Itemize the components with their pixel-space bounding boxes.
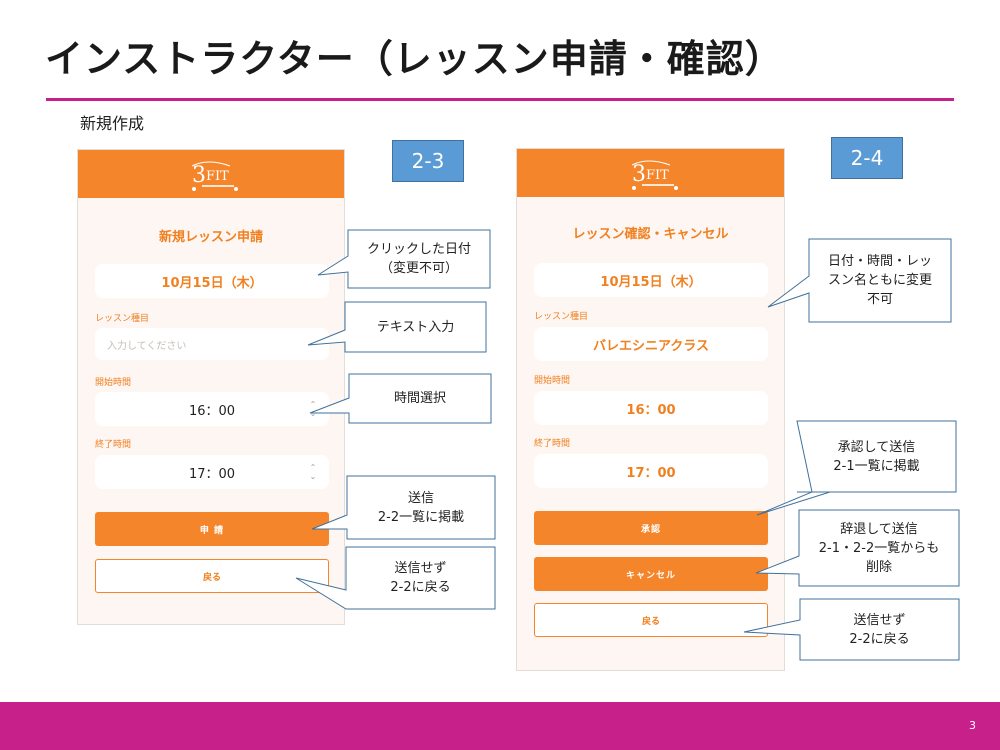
- submit-request-button[interactable]: 申 請: [95, 512, 329, 546]
- screen-tag-2-4: 2-4: [831, 137, 903, 179]
- callout-text-readonly-b: 日付・時間・レッ スン名ともに変更 不可: [827, 254, 932, 307]
- end-time-value: 17：00: [626, 465, 676, 481]
- start-time-display: 16：00: [534, 391, 768, 425]
- approve-button[interactable]: 承認: [534, 511, 768, 545]
- lesson-type-placeholder: 入力してください: [107, 340, 187, 352]
- back-button[interactable]: 戻る: [95, 559, 329, 593]
- lesson-type-value: バレエシニアクラス: [592, 338, 710, 354]
- callout-text-time-select: 時間選択: [393, 391, 446, 406]
- section-label: 新規作成: [80, 114, 145, 133]
- screen-title: レッスン確認・キャンセル: [572, 227, 729, 242]
- end-time-picker[interactable]: 17：00 ⌃⌄: [95, 455, 329, 489]
- callout-text-date-clicked: クリックした日付 （変更不可）: [366, 242, 471, 276]
- app-header: 3 FIT: [517, 149, 784, 197]
- start-time-value: 16：00: [626, 402, 676, 418]
- callout-back-a: [295, 546, 496, 610]
- callout-text-text-input: テキスト入力: [376, 319, 455, 335]
- footer-band: 3: [0, 702, 1000, 750]
- callout-text-cancel-b: 辞退して送信 2-1・2-2一覧からも 削除: [818, 521, 940, 575]
- start-time-label: 開始時間: [95, 378, 132, 388]
- callout-text-approve-b: 承認して送信 2-1一覧に掲載: [833, 439, 920, 474]
- slide-title: インストラクター（レッスン申請・確認）: [45, 37, 784, 81]
- cancel-lesson-button[interactable]: キャンセル: [534, 557, 768, 591]
- callout-text-back-b: 送信せず 2-2に戻る: [849, 612, 910, 647]
- lesson-type-label: レッスン種目: [95, 314, 150, 324]
- brand-logo-icon: 3 FIT: [631, 160, 678, 190]
- end-time-label: 終了時間: [534, 439, 571, 449]
- callout-readonly-b: [767, 238, 952, 323]
- screen-tag-2-3: 2-3: [392, 140, 464, 182]
- start-time-label: 開始時間: [534, 376, 571, 386]
- svg-text:FIT: FIT: [206, 169, 229, 184]
- callout-text-back-a: 送信せず 2-2に戻る: [390, 561, 451, 595]
- callout-date-clicked: [317, 229, 491, 289]
- end-time-label: 終了時間: [95, 440, 132, 450]
- end-time-value: 17：00: [188, 466, 236, 482]
- screen-lesson-confirm-cancel: 3 FIT レッスン確認・キャンセル 10月15日（木） レッスン種目 バレエシ…: [516, 148, 785, 671]
- date-display: 10月15日（木）: [534, 263, 768, 297]
- screen-new-lesson-request: 3 FIT 新規レッスン申請 10月15日（木） レッスン種目 入力してください…: [77, 149, 345, 625]
- callout-approve-b: [756, 420, 957, 516]
- title-divider: [46, 98, 954, 101]
- app-header: 3 FIT: [78, 150, 344, 198]
- callout-text-submit-a: 送信 2-2一覧に掲載: [377, 490, 465, 525]
- svg-text:FIT: FIT: [646, 168, 669, 183]
- start-time-value: 16：00: [188, 403, 236, 419]
- lesson-type-display: バレエシニアクラス: [534, 327, 768, 361]
- end-time-display: 17：00: [534, 454, 768, 488]
- lesson-type-label: レッスン種目: [534, 312, 589, 322]
- back-button[interactable]: 戻る: [534, 603, 768, 637]
- date-display: 10月15日（木）: [95, 264, 329, 298]
- spinner-icon[interactable]: ⌃⌄: [309, 463, 317, 481]
- date-value: 10月15日（木）: [600, 274, 702, 290]
- date-value: 10月15日（木）: [161, 275, 263, 291]
- brand-logo-icon: 3 FIT: [191, 161, 238, 191]
- lesson-type-input[interactable]: 入力してください: [95, 328, 329, 360]
- page-number: 3: [969, 719, 976, 732]
- callout-text-input: [307, 301, 487, 353]
- svg-text:3: 3: [192, 163, 206, 188]
- callout-cancel-b: [755, 509, 960, 587]
- callout-back-b: [743, 598, 960, 661]
- screen-title: 新規レッスン申請: [158, 230, 263, 245]
- svg-text:3: 3: [632, 162, 646, 187]
- start-time-picker[interactable]: 16：00 ⌃⌄: [95, 392, 329, 426]
- callout-submit-a: [311, 475, 496, 540]
- callout-time-select: [309, 373, 492, 424]
